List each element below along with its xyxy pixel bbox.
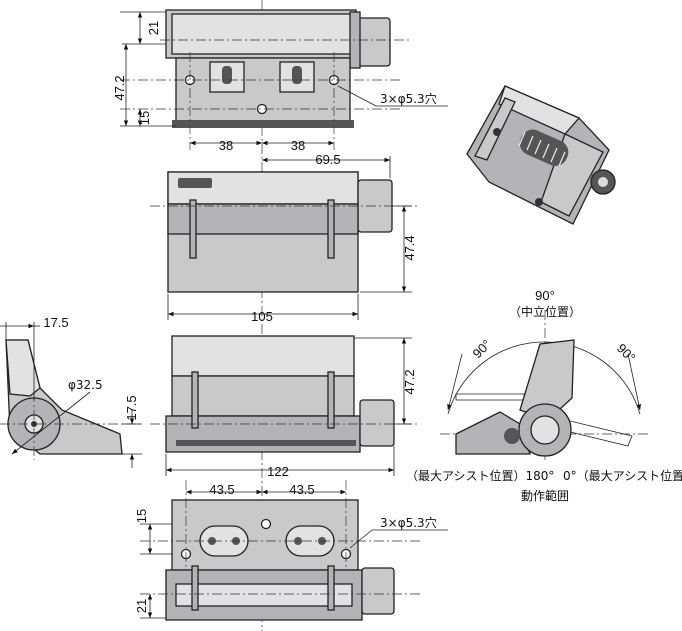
- dim-105: 105: [251, 309, 273, 324]
- dim-43-5-right: 43.5: [289, 482, 314, 497]
- side-view: [0, 322, 142, 468]
- top-view-knob: [355, 17, 391, 67]
- rear-view-knob: [359, 399, 395, 447]
- dim-43-5-left: 43.5: [209, 482, 234, 497]
- bottom-view-knob: [361, 567, 395, 615]
- range-arc: [447, 341, 641, 415]
- max-assist-0-label: 0°（最大アシスト位置）: [563, 468, 682, 483]
- top-view-base-plate: [175, 57, 351, 127]
- dim-15-bottom: 15: [134, 509, 149, 523]
- dim-47-2-rear: 47.2: [402, 369, 417, 394]
- hole-note-bottom: 3×φ5.3穴: [380, 515, 437, 530]
- dim-47-4: 47.4: [402, 235, 417, 260]
- neutral-position-label: （中立位置）: [509, 304, 581, 319]
- dim-21-bottom: 21: [134, 599, 149, 613]
- bottom-hole-center: [260, 518, 272, 530]
- front-view-label-plate: [178, 178, 212, 188]
- front-view-pin-left: [189, 199, 197, 259]
- front-view-pin-right: [327, 199, 335, 259]
- dim-69-5: 69.5: [315, 152, 340, 167]
- dim-17-5-horizontal: 17.5: [43, 315, 68, 330]
- isometric-view: [466, 85, 616, 225]
- angle-90-top: 90°: [535, 288, 555, 303]
- dim-38-right: 38: [291, 138, 305, 153]
- rear-view-lid: [171, 335, 355, 377]
- operating-range-title: 動作範囲: [521, 488, 569, 503]
- dim-38-left: 38: [219, 138, 233, 153]
- max-assist-180-label: （最大アシスト位置）180°: [406, 468, 554, 483]
- angle-90-right: 90°: [614, 341, 639, 366]
- bottom-plan-view: [140, 480, 448, 621]
- dim-122: 122: [267, 464, 289, 479]
- dim-15-top: 15: [137, 111, 152, 125]
- dim-17-5-vertical: 17.5: [124, 395, 139, 420]
- hole-note-top: 3×φ5.3穴: [380, 91, 437, 106]
- top-plan-view: [120, 9, 448, 150]
- rear-elevation-view: [150, 335, 420, 476]
- dim-21-top: 21: [146, 21, 161, 35]
- dim-47-2-top: 47.2: [112, 75, 127, 100]
- operating-range-view: [440, 310, 650, 460]
- dim-phi-32-5: φ32.5: [68, 378, 103, 392]
- front-elevation-view: [150, 156, 420, 320]
